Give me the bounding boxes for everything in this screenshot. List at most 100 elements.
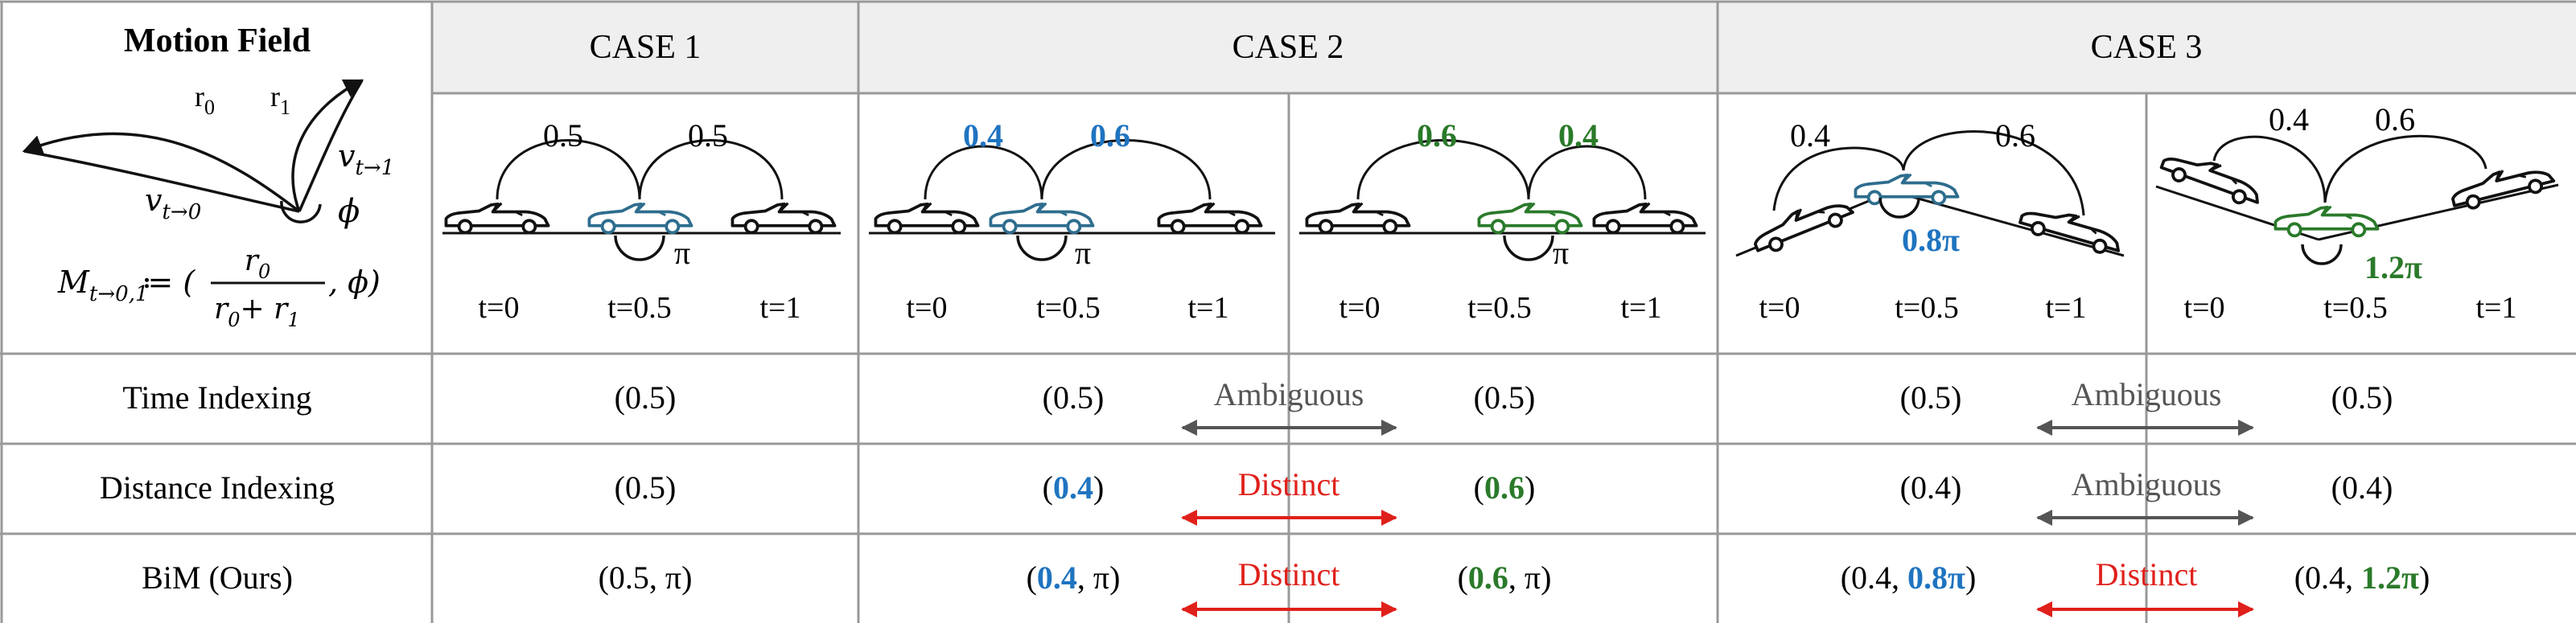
case3a-left-weight: 0.4 xyxy=(1790,117,1830,154)
case2b-right-weight: 0.4 xyxy=(1558,117,1599,154)
case2-relation: Distinct xyxy=(1238,466,1340,502)
diagram-case2a: 0.4 0.6 π t=0 t=0.5 t=1 xyxy=(869,117,1275,325)
case3b-time-t05: t=0.5 xyxy=(2323,291,2388,325)
diagram-case3a: 0.4 0.6 0.8π t=0 t=0.5 t=1 xyxy=(1735,117,2126,325)
case1-time-t1: t=1 xyxy=(760,291,801,325)
car-t1 xyxy=(1592,201,1698,235)
case1-angle: π xyxy=(674,235,690,271)
case3-left-value: (0.4, 0.8π) xyxy=(1841,559,1977,596)
svg-text:r0: r0 xyxy=(245,244,271,283)
case2a-left-weight: 0.4 xyxy=(963,117,1003,154)
flow-lobe-right-inner xyxy=(298,80,364,212)
case3b-right-weight: 0.6 xyxy=(2375,101,2415,137)
case2-right-value: (0.6) xyxy=(1474,469,1536,506)
header-bg-case1 xyxy=(432,2,858,93)
car-t0 xyxy=(444,201,550,235)
car-t0 xyxy=(874,201,980,235)
case2b-left-weight: 0.6 xyxy=(1417,117,1457,154)
flow-lobe xyxy=(22,132,301,213)
case2b-angle: π xyxy=(1553,235,1569,271)
case2-relation: Distinct xyxy=(1238,556,1340,592)
case2a-angle: π xyxy=(1075,235,1091,271)
case1-time-t0: t=0 xyxy=(479,291,520,325)
case1-value: (0.5) xyxy=(615,469,677,506)
header-bg-case3 xyxy=(1718,2,2576,93)
car-t1 xyxy=(2016,199,2126,260)
flow-lobe-lower xyxy=(23,150,300,213)
car-t05 xyxy=(989,201,1095,235)
svg-text:r0+ r1: r0+ r1 xyxy=(214,293,300,331)
case2a-right-weight: 0.6 xyxy=(1090,117,1130,154)
v0-label: vt→0 xyxy=(145,182,201,224)
header-case3: CASE 3 xyxy=(2091,29,2203,66)
svg-text:≔ (: ≔ ( xyxy=(142,264,195,300)
case2a-time-t0: t=0 xyxy=(907,291,948,325)
diagram-case1: 0.5 0.5 π t=0 t=0.5 t=1 xyxy=(442,117,841,325)
motion-field-equation: Mt→0,1 ≔ ( r0 r0+ r1 , ϕ) xyxy=(57,244,381,331)
car-t05 xyxy=(1854,172,1960,206)
row-bim-ours: BiM (Ours) (0.5, π) (0.4, π) Distinct (0… xyxy=(142,556,2430,617)
case2b-time-t05: t=0.5 xyxy=(1467,291,1532,325)
row-label: Distance Indexing xyxy=(100,469,335,506)
case3a-angle: 0.8π xyxy=(1902,222,1960,258)
car-t05 xyxy=(1477,201,1583,235)
car-t0 xyxy=(1747,190,1858,259)
car-t05 xyxy=(2274,204,2380,238)
case3-relation: Distinct xyxy=(2096,556,2198,592)
case3-left-value: (0.5) xyxy=(1900,379,1962,416)
case3a-time-t05: t=0.5 xyxy=(1895,291,1959,325)
case3a-right-weight: 0.6 xyxy=(1995,117,2035,154)
case3b-angle: 1.2π xyxy=(2364,249,2422,285)
case3b-time-t1: t=1 xyxy=(2476,291,2517,325)
car-t0 xyxy=(2157,145,2267,211)
case3b-left-weight: 0.4 xyxy=(2269,101,2309,137)
case1-right-weight: 0.5 xyxy=(688,117,728,154)
case3-relation: Ambiguous xyxy=(2072,376,2222,412)
car-t1 xyxy=(1157,201,1263,235)
diagram-case3b: 0.4 0.6 1.2π t=0 t=0.5 t=1 xyxy=(2155,101,2559,325)
case1-time-t05: t=0.5 xyxy=(607,291,672,325)
row-distance-indexing: Distance Indexing (0.5) (0.4) Distinct (… xyxy=(100,466,2393,526)
r1-label: r1 xyxy=(270,80,290,119)
case2-relation: Ambiguous xyxy=(1214,376,1364,412)
header-case2: CASE 2 xyxy=(1232,29,1344,66)
case2-left-value: (0.4, π) xyxy=(1027,559,1121,596)
row-label: Time Indexing xyxy=(122,379,311,416)
car-t05 xyxy=(587,201,693,235)
car-t1 xyxy=(2447,157,2557,215)
case2b-time-t1: t=1 xyxy=(1621,291,1662,325)
row-time-indexing: Time Indexing (0.5) (0.5) Ambiguous (0.5… xyxy=(122,376,2393,436)
header-bg-case2 xyxy=(858,2,1718,93)
motion-field-panel: Motion Field r0 r1 vt→1 vt→0 ϕ Mt→0,1 ≔ … xyxy=(22,23,394,331)
svg-text:Mt→0,1: Mt→0,1 xyxy=(57,264,149,306)
case2-right-value: (0.6, π) xyxy=(1458,559,1552,596)
case3a-time-t1: t=1 xyxy=(2046,291,2087,325)
car-t1 xyxy=(730,201,837,235)
case3b-time-t0: t=0 xyxy=(2184,291,2225,325)
phi-label: ϕ xyxy=(338,193,360,230)
flow-lobe-right xyxy=(291,79,364,212)
motion-field-title: Motion Field xyxy=(124,23,311,59)
r0-label: r0 xyxy=(195,80,215,119)
case3-relation: Ambiguous xyxy=(2072,466,2222,502)
case3-right-value: (0.4) xyxy=(2331,469,2393,506)
case2a-time-t05: t=0.5 xyxy=(1036,291,1101,325)
case2a-time-t1: t=1 xyxy=(1188,291,1229,325)
header-case1: CASE 1 xyxy=(590,29,702,66)
case2-left-value: (0.5) xyxy=(1043,379,1105,416)
svg-text:, ϕ): , ϕ) xyxy=(328,264,381,300)
case3-right-value: (0.5) xyxy=(2331,379,2393,416)
case1-value: (0.5, π) xyxy=(599,559,693,596)
case1-value: (0.5) xyxy=(615,379,677,416)
case3a-time-t0: t=0 xyxy=(1759,291,1800,325)
phi-arc xyxy=(280,200,322,223)
case2-right-value: (0.5) xyxy=(1474,379,1536,416)
case2b-time-t0: t=0 xyxy=(1339,291,1381,325)
car-t0 xyxy=(1305,201,1411,235)
case3-left-value: (0.4) xyxy=(1900,469,1962,506)
case1-left-weight: 0.5 xyxy=(543,117,583,154)
row-label: BiM (Ours) xyxy=(142,559,293,596)
v1-label: vt→1 xyxy=(338,138,394,180)
